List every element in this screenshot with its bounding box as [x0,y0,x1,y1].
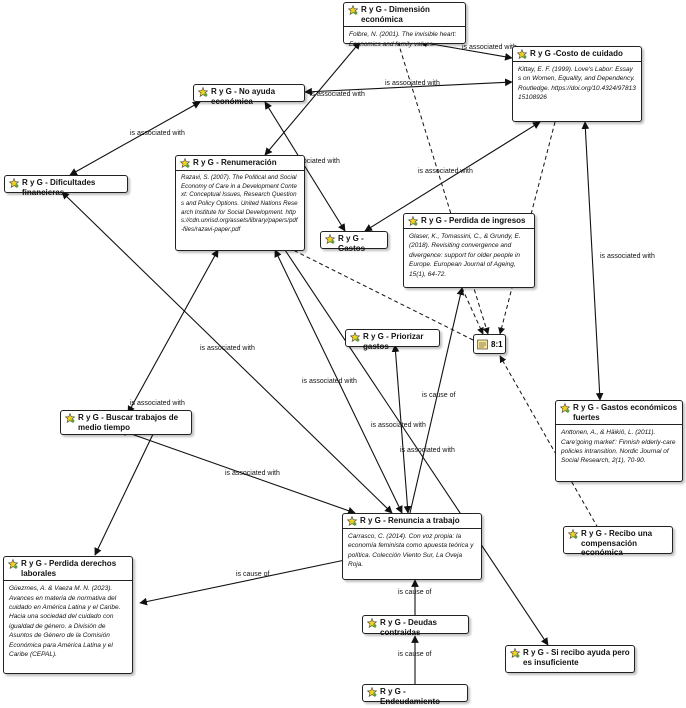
edge-priorizar-renuncia [391,344,412,514]
node-reference: Kittay, E. F. (1999). Love's Labor: Essa… [518,66,636,102]
memo-link-remuneracion [282,244,474,341]
node-title: R y G - Recibo una compensación económic… [581,529,653,558]
node-costo-de-cuidado[interactable]: R y G -Costo de cuidado Kittay, E. F. (1… [512,46,642,122]
code-icon [179,157,191,169]
edge-remuneracion-renuncia [274,249,403,514]
node-title: R y G - Gastos [338,234,366,253]
edge-buscar-renuncia [119,428,356,515]
node-perdida-de-ingresos[interactable]: R y G - Perdida de ingresos Glaser, K., … [403,213,535,288]
edge-noayuda-dificultades [69,101,201,176]
node-si-recibo-ayuda[interactable]: R y G - Si recibo ayuda pero es insufici… [505,645,635,673]
memo-link-costo [498,121,556,335]
node-dificultades-financieras[interactable]: R y G - Dificultades financieras [4,175,128,197]
code-icon [516,48,528,60]
node-title: R y G - Renuncia a trabajo [360,516,460,525]
node-no-ayuda-economica[interactable]: R y G - No ayuda económica [193,84,305,106]
edge-renuncia-perdidaingresos [409,287,465,514]
node-gastos-economicos-fuertes[interactable]: R y G - Gastos económicos fuertes Antton… [555,400,683,482]
node-title: R y G - Priorizar gastos [363,332,424,351]
edge-label-e1: is associated with [462,44,517,51]
edge-dimension-remuneracion [264,41,361,156]
node-remuneracion[interactable]: R y G - Renumeración Razavi, S. (2007). … [175,155,305,251]
edge-costo-gastos [364,121,541,232]
edge-label-e7: is associated with [600,253,655,260]
code-icon [366,617,378,629]
node-deudas-contraidas[interactable]: R y G - Deudas contraidas [362,615,469,637]
edge-label-e10: is associated with [130,400,185,407]
code-icon [407,215,419,227]
node-title: R y G - Buscar trabajos de medio tiempo [78,413,179,432]
edge-remuneracion-sirecibo [284,249,549,646]
edge-label-e9: is associated with [302,378,357,385]
edge-label-e6: is associated with [418,168,473,175]
code-icon [346,515,358,527]
code-icon [559,402,571,414]
node-reference: Anttonen, A., & Häikiö, L. (2011). Care'… [561,429,676,465]
node-title: R y G - Endeudamiento [380,687,441,706]
code-icon [567,528,579,540]
node-title: R y G - Perdida derechos laborales [21,559,117,578]
edge-label-e13: is associated with [225,470,280,477]
node-title: R y G - Perdida de ingresos [421,216,526,225]
edge-buscar-perdidaderechos [94,429,156,556]
node-reference: Razavi, S. (2007). The Political and Soc… [181,174,298,234]
edge-label-e8: is associated with [200,345,255,352]
edge-label-e15: is cause of [236,571,270,578]
node-dimension-economica[interactable]: R y G - Dimensión económica Folbre, N. (… [343,2,466,48]
node-reference: Carrasco, C. (2014). Con voz propia: la … [348,533,474,569]
code-icon [366,686,378,698]
node-reference: Güezmes, A. & Vaeza M. N. (2023). Avance… [9,585,121,659]
memo-icon [477,339,488,350]
node-buscar-trabajos[interactable]: R y G - Buscar trabajos de medio tiempo [60,410,192,435]
node-gastos[interactable]: R y G - Gastos [320,231,388,253]
code-icon [349,331,361,343]
node-title: R y G - Gastos económicos fuertes [573,403,678,422]
node-perdida-derechos-laborales[interactable]: R y G - Perdida derechos laborales Güezm… [3,556,133,674]
node-title: R y G - Dificultades financieras [22,178,96,197]
node-title: R y G - Si recibo ayuda pero es insufici… [523,648,630,667]
code-icon [347,4,359,16]
code-icon [197,86,209,98]
memo-node[interactable]: 8:1 [473,334,506,354]
edge-remuneracion-buscar [127,249,219,414]
node-title: R y G - Deudas contraidas [380,618,437,637]
memo-link-perdida [461,287,484,335]
code-icon [324,233,336,245]
code-icon [64,412,76,424]
node-endeudamiento[interactable]: R y G - Endeudamiento [362,684,468,706]
memo-label: 8:1 [491,339,503,349]
edge-label-e3: is associated with [310,91,365,98]
edge-label-e14: is cause of [422,392,456,399]
code-icon [8,177,20,189]
node-title: R y G - Renumeración [193,158,277,167]
node-title: R y G - No ayuda económica [211,87,276,106]
node-recibo-compensacion[interactable]: R y G - Recibo una compensación económic… [563,526,673,557]
edge-renuncia-perdidaderechos [139,559,346,606]
edge-label-e12: is associated with [400,447,455,454]
code-icon [7,558,19,570]
edge-costo-gastosfuertes [581,121,604,401]
node-renuncia-a-trabajo[interactable]: R y G - Renuncia a trabajo Carrasco, C. … [342,513,482,580]
memo-link-recibo [499,355,599,529]
node-priorizar-gastos[interactable]: R y G - Priorizar gastos [345,329,440,351]
node-reference: Glaser, K., Tomassini, C., & Grundy, E. … [409,233,521,278]
edge-label-e5: is associated with [285,158,340,165]
edge-dimension-costo [419,39,513,61]
edge-label-e17: is cause of [398,651,432,658]
edge-label-e11: is associated with [371,422,426,429]
edge-label-e2: is associated with [385,80,440,87]
node-title: R y G - Dimensión económica [361,5,430,24]
code-icon [509,647,521,659]
edge-label-e16: is cause of [398,589,432,596]
edge-label-e4: is associated with [130,130,185,137]
node-reference: Folbre, N. (2001). The invisible heart: … [349,31,457,48]
node-title: R y G -Costo de cuidado [530,49,623,58]
